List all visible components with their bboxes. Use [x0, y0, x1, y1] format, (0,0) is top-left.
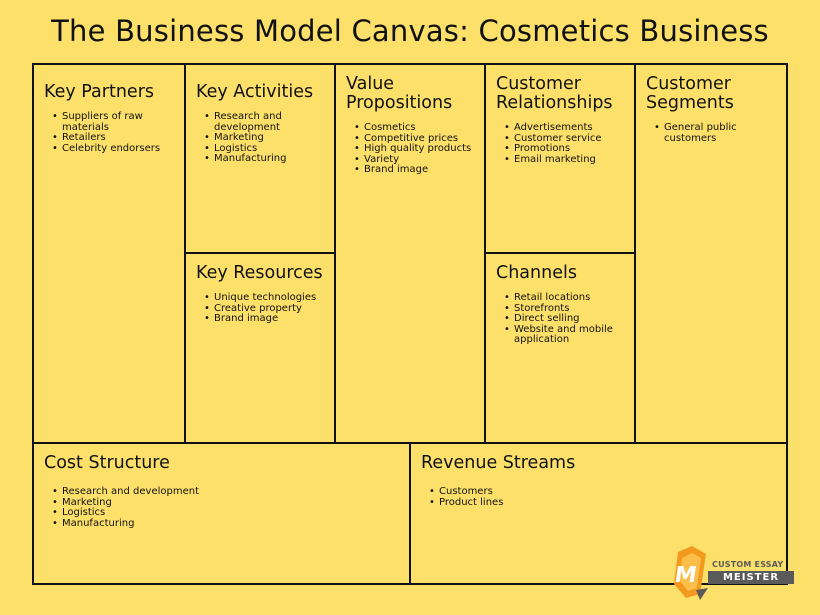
revenue-streams-list: CustomersProduct lines [421, 486, 778, 509]
meister-m-icon: M [673, 546, 708, 600]
list-item: Competitive prices [354, 133, 476, 145]
value-propositions-list: CosmeticsCompetitive pricesHigh quality … [346, 122, 476, 176]
value-propositions-title: Value Propositions [346, 74, 453, 113]
channels-title: Channels [496, 263, 577, 283]
list-item: Logistics [52, 507, 401, 519]
list-item: High quality products [354, 143, 476, 155]
list-item: Promotions [504, 143, 626, 155]
list-item: Celebrity endorsers [52, 143, 176, 155]
key-partners-title: Key Partners [44, 82, 155, 102]
key-activities-block: Key Activities Research and developmentM… [184, 63, 336, 254]
cost-structure-list: Research and developmentMarketingLogisti… [44, 486, 401, 530]
list-item: Marketing [52, 497, 401, 509]
key-resources-list: Unique technologiesCreative propertyBran… [196, 292, 326, 325]
list-item: Product lines [429, 497, 778, 509]
list-item: Unique technologies [204, 292, 326, 304]
list-item: Direct selling [504, 313, 626, 325]
customer-segments-block: Customer Segments General public custome… [634, 63, 788, 444]
channels-list: Retail locationsStorefrontsDirect sellin… [496, 292, 626, 346]
list-item: General public customers [654, 122, 778, 144]
cost-structure-block: Cost Structure Research and developmentM… [32, 442, 411, 585]
customer-relationships-list: AdvertisementsCustomer servicePromotions… [496, 122, 626, 166]
list-item: Logistics [204, 143, 326, 155]
list-item: Research and development [204, 111, 326, 133]
list-item: Variety [354, 154, 476, 166]
list-item: Manufacturing [204, 153, 326, 165]
business-model-canvas: Key Partners Suppliers of raw materialsR… [32, 63, 788, 585]
custom-essay-meister-logo: M CUSTOM ESSAY MEISTER [672, 544, 798, 600]
value-propositions-block: Value Propositions CosmeticsCompetitive … [334, 63, 486, 444]
key-activities-list: Research and developmentMarketingLogisti… [196, 111, 326, 165]
key-resources-block: Key Resources Unique technologiesCreativ… [184, 252, 336, 444]
customer-segments-list: General public customers [646, 122, 778, 144]
logo-line-1: CUSTOM ESSAY [712, 560, 784, 569]
list-item: Email marketing [504, 154, 626, 166]
list-item: Creative property [204, 303, 326, 315]
list-item: Website and mobile application [504, 324, 626, 346]
list-item: Storefronts [504, 303, 626, 315]
list-item: Marketing [204, 132, 326, 144]
key-partners-list: Suppliers of raw materialsRetailersCeleb… [44, 111, 176, 155]
list-item: Advertisements [504, 122, 626, 134]
page-title: The Business Model Canvas: Cosmetics Bus… [51, 14, 769, 48]
list-item: Retail locations [504, 292, 626, 304]
svg-text:M: M [673, 562, 699, 588]
list-item: Research and development [52, 486, 401, 498]
list-item: Customer service [504, 133, 626, 145]
logo-line-2: MEISTER [708, 571, 794, 584]
key-activities-title: Key Activities [196, 82, 314, 102]
key-resources-title: Key Resources [196, 263, 323, 283]
customer-segments-title: Customer Segments [646, 74, 734, 113]
revenue-streams-title: Revenue Streams [421, 453, 576, 473]
cost-structure-title: Cost Structure [44, 453, 170, 473]
list-item: Manufacturing [52, 518, 401, 530]
customer-relationships-block: Customer Relationships AdvertisementsCus… [484, 63, 636, 254]
key-partners-block: Key Partners Suppliers of raw materialsR… [32, 63, 186, 444]
revenue-streams-block: Revenue Streams CustomersProduct lines [409, 442, 788, 585]
customer-relationships-title: Customer Relationships [496, 74, 613, 113]
list-item: Brand image [354, 164, 476, 176]
list-item: Brand image [204, 313, 326, 325]
list-item: Retailers [52, 132, 176, 144]
list-item: Customers [429, 486, 778, 498]
list-item: Suppliers of raw materials [52, 111, 176, 133]
list-item: Cosmetics [354, 122, 476, 134]
channels-block: Channels Retail locationsStorefrontsDire… [484, 252, 636, 444]
